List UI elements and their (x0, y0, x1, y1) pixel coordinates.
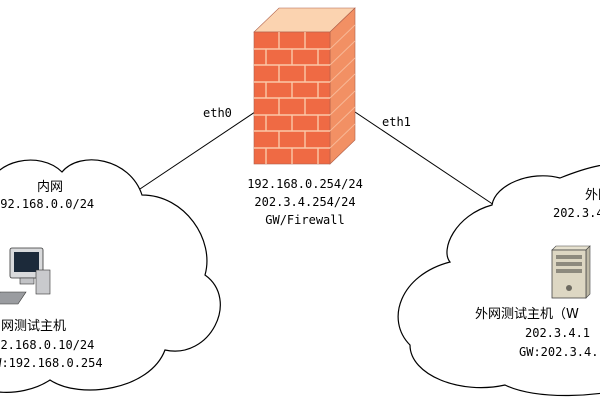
inner-host-ip: 192.168.0.10/24 (0, 338, 94, 352)
firewall-brick-wall-icon (253, 7, 356, 165)
outer-network-subnet: 202.3.4.0/24 (553, 206, 600, 220)
outer-network-name: 外网 (585, 188, 600, 203)
server-tower-icon (551, 245, 591, 299)
inner-network-cloud (0, 159, 221, 393)
inner-host-name: 内网测试主机 (0, 318, 66, 334)
desktop-computer-icon (0, 247, 51, 305)
outer-host-gateway: GW:202.3.4. (519, 345, 598, 359)
inner-network-name: 内网 (37, 179, 63, 195)
inner-host-gateway: GW:192.168.0.254 (0, 356, 103, 370)
firewall-inner-ip: 192.168.0.254/24 (247, 177, 363, 191)
link-eth1 (354, 111, 501, 210)
eth0-label: eth0 (203, 106, 232, 120)
outer-network-cloud (397, 164, 600, 397)
eth1-label: eth1 (382, 115, 411, 129)
firewall-role: GW/Firewall (265, 213, 344, 227)
inner-network-subnet: 192.168.0.0/24 (0, 197, 94, 211)
firewall-outer-ip: 202.3.4.254/24 (254, 195, 355, 209)
outer-host-name: 外网测试主机（W (475, 307, 579, 322)
link-eth0 (127, 109, 259, 198)
outer-host-ip: 202.3.4.1 (525, 326, 590, 340)
